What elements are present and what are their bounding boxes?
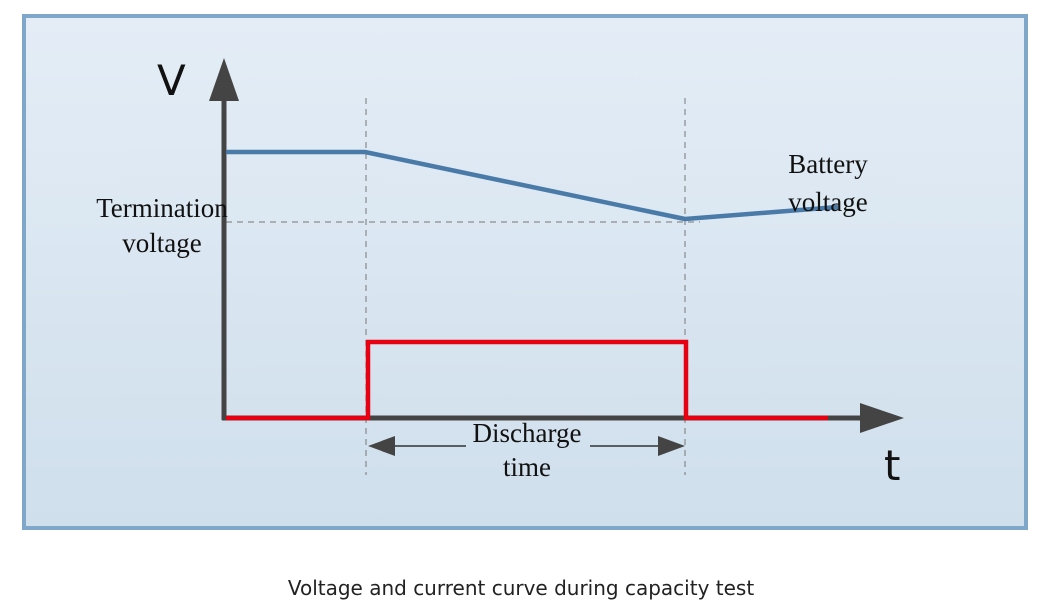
battery-label-line1: Battery — [788, 149, 868, 179]
discharge-label-line2: time — [503, 452, 551, 482]
arrow-right-icon — [658, 436, 685, 456]
diagram-frame — [22, 14, 1028, 530]
termination-label-line2: voltage — [122, 228, 201, 258]
y-axis-label: V — [157, 56, 186, 105]
figure-caption: Voltage and current curve during capacit… — [287, 576, 755, 600]
y-axis-arrow-icon — [209, 58, 239, 101]
discharge-current-curve — [226, 339, 828, 421]
battery-label-line2: voltage — [788, 187, 867, 217]
x-axis-label: t — [884, 441, 900, 490]
x-axis-arrow-icon — [860, 403, 904, 433]
battery-voltage-curve — [226, 149, 839, 222]
discharge-label-line1: Discharge — [473, 418, 582, 448]
termination-label-line1: Termination — [96, 193, 228, 223]
arrow-left-icon — [368, 436, 395, 456]
